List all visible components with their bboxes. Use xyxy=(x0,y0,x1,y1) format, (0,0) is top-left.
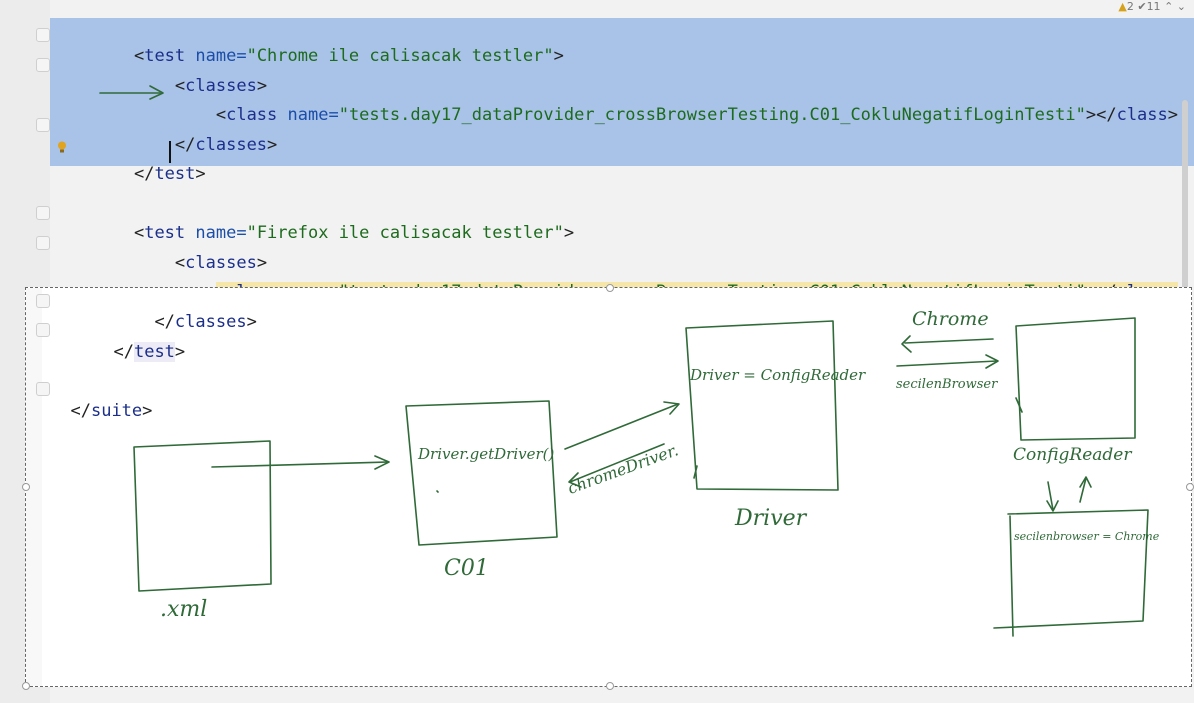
lightbulb-icon[interactable] xyxy=(57,141,67,153)
c01-label: C01 xyxy=(444,556,489,581)
code-line[interactable]: <test name="Chrome ile calisacak testler… xyxy=(133,46,564,66)
code-line[interactable]: <classes> xyxy=(174,253,268,273)
code-line[interactable]: </test> xyxy=(133,164,206,184)
code-line[interactable]: </classes> xyxy=(154,312,257,332)
fold-marker[interactable] xyxy=(36,58,50,72)
secilenbrowser-assignment-label: secilenbrowser = Chrome xyxy=(1014,530,1160,543)
chevron-down-icon[interactable]: ⌄ xyxy=(1176,0,1186,13)
fold-marker[interactable] xyxy=(36,206,50,220)
configreader-label: ConfigReader xyxy=(1013,445,1132,465)
code-line[interactable]: </classes> xyxy=(174,135,278,155)
annotation-overlay[interactable] xyxy=(22,284,1194,690)
inspection-widget[interactable]: ▲2 ✔11 ⌃ ⌄ xyxy=(1118,0,1186,13)
fold-marker[interactable] xyxy=(36,323,50,337)
driver-code-label: Driver.getDriver() xyxy=(418,445,555,463)
chrome-label: Chrome xyxy=(912,308,989,330)
fold-marker[interactable] xyxy=(36,294,50,308)
code-line[interactable]: <class name="tests.day17_dataProvider_cr… xyxy=(215,105,1179,125)
fold-marker[interactable] xyxy=(36,236,50,250)
secilenbrowser-label: secilenBrowser xyxy=(896,377,998,392)
resize-handle[interactable] xyxy=(606,682,614,690)
check-icon: ✔ xyxy=(1137,0,1147,13)
code-line[interactable]: <test name="Firefox ile calisacak testle… xyxy=(133,223,575,243)
fold-marker[interactable] xyxy=(36,28,50,42)
chevron-up-icon[interactable]: ⌃ xyxy=(1164,0,1174,13)
resize-handle[interactable] xyxy=(606,284,614,292)
warning-icon: ▲ xyxy=(1118,0,1127,13)
code-line[interactable]: <classes> xyxy=(174,76,268,96)
text-cursor xyxy=(169,141,171,163)
driver-assignment-label: Driver = ConfigReader xyxy=(690,366,866,384)
fold-marker[interactable] xyxy=(36,118,50,132)
resize-handle[interactable] xyxy=(22,682,30,690)
text-selection-block xyxy=(50,18,1194,166)
resize-handle[interactable] xyxy=(22,483,30,491)
xml-label: .xml xyxy=(160,597,208,622)
code-line[interactable]: </test> xyxy=(113,342,186,362)
fold-marker[interactable] xyxy=(36,382,50,396)
code-line[interactable]: </suite> xyxy=(70,401,153,421)
driver-label: Driver xyxy=(735,506,807,531)
